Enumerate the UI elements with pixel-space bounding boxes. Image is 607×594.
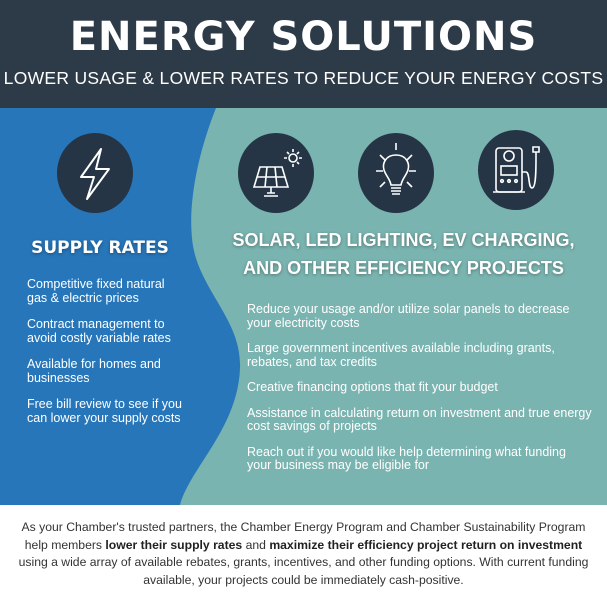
light-bulb-icon	[358, 133, 434, 213]
list-item: Contract management to avoid costly vari…	[27, 317, 171, 345]
footer-part1: As your Chamber's trusted partners, the …	[21, 520, 586, 552]
footer-part3: using a wide array of available rebates,…	[18, 555, 589, 587]
supply-rates-heading: SUPPLY RATES	[31, 238, 169, 258]
page-subtitle: LOWER USAGE & LOWER RATES TO REDUCE YOUR…	[3, 68, 604, 88]
footer-bold1: lower their supply rates	[105, 537, 243, 552]
efficiency-list: Reduce your usage and/or utilize solar p…	[247, 302, 592, 485]
supply-rates-list: Competitive fixed natural gas & electric…	[27, 277, 187, 438]
list-item: Creative financing options that fit your…	[247, 380, 498, 394]
list-item: Free bill review to see if you can lower…	[27, 397, 182, 425]
header: ENERGY SOLUTIONS LOWER USAGE & LOWER RAT…	[0, 0, 607, 108]
list-item: Assistance in calculating return on inve…	[247, 405, 592, 433]
main-panel: SUPPLY RATES Competitive fixed natural g…	[0, 108, 607, 505]
efficiency-heading: SOLAR, LED LIGHTING, EV CHARGING, AND OT…	[200, 226, 607, 282]
list-item: Large government incentives available in…	[247, 341, 555, 369]
list-item: Reach out if you would like help determi…	[247, 444, 566, 472]
list-item: Available for homes and businesses	[27, 357, 161, 385]
efficiency-heading-line2: AND OTHER EFFICIENCY PROJECTS	[243, 258, 564, 278]
efficiency-heading-line1: SOLAR, LED LIGHTING, EV CHARGING,	[232, 230, 575, 250]
list-item: Competitive fixed natural gas & electric…	[27, 277, 165, 305]
ev-charger-icon	[478, 130, 554, 210]
solar-panel-icon	[238, 133, 314, 213]
lightning-bolt-icon	[57, 133, 133, 213]
footer-bold2: maximize their efficiency project return…	[269, 537, 583, 552]
footer-text: As your Chamber's trusted partners, the …	[10, 519, 597, 589]
page-title: ENERGY SOLUTIONS	[69, 14, 538, 60]
list-item: Reduce your usage and/or utilize solar p…	[247, 302, 570, 330]
footer-part2: and	[242, 537, 270, 552]
